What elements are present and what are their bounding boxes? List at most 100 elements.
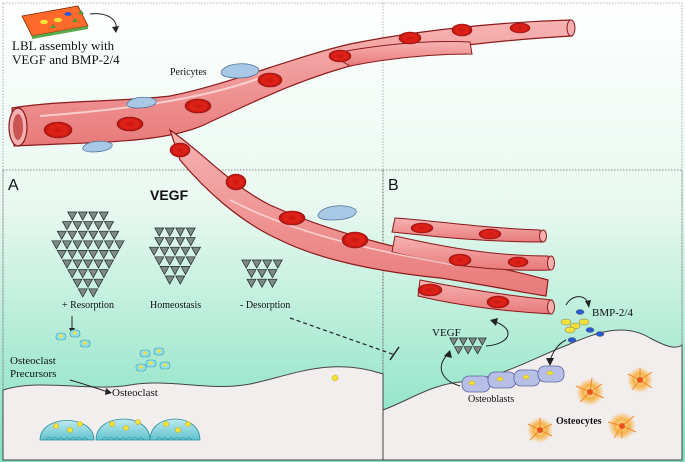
vegf-triangle (72, 278, 83, 289)
vegf-triangle (77, 288, 88, 298)
vegf-triangle (88, 230, 99, 241)
bmp-cluster (560, 309, 605, 343)
resorption-label: + Resorption (62, 300, 114, 311)
vegf-triangle (88, 288, 99, 298)
vegf-triangle (175, 237, 186, 247)
vegf-triangle (477, 337, 487, 346)
vegf-triangle (185, 256, 196, 266)
vegf-triangle (82, 240, 94, 250)
desorption-label: - Desorption (240, 300, 290, 311)
vegf-triangle (72, 221, 83, 231)
vegf-triangle (93, 259, 104, 269)
vegf-triangle (61, 259, 73, 269)
osteoclast-label: Osteoclast (112, 387, 158, 399)
inhibition-line (289, 317, 396, 356)
vegf-triangle (463, 346, 473, 355)
vegf-triangle (164, 237, 175, 247)
vegf-triangle (77, 250, 88, 260)
vegf-triangle (267, 269, 278, 279)
vegf-triangle (180, 246, 191, 257)
vegf-triangle (103, 259, 115, 269)
vegf-triangle (103, 221, 115, 231)
osteocytes-label: Osteocytes (556, 416, 602, 427)
vegf-heading: VEGF (150, 187, 189, 203)
vegf-triangle (72, 259, 83, 269)
vegf-triangle (82, 278, 94, 289)
vegf-b-label: VEGF (432, 327, 461, 339)
vegf-triangle (246, 278, 257, 289)
vegf-cluster-medium (148, 227, 202, 285)
vegf-triangle (185, 237, 196, 247)
vegf-triangle (256, 278, 268, 289)
vegf-triangle (453, 346, 464, 355)
lbl-text-line2: VEGF and BMP-2/4 (12, 52, 120, 67)
vegf-triangle (241, 259, 252, 269)
pericytes-label: Pericytes (170, 67, 207, 78)
vegf-cluster-small (241, 259, 283, 289)
bmp-label: BMP-2/4 (592, 307, 633, 319)
vegf-triangle (175, 275, 186, 285)
vegf-triangle (77, 211, 88, 221)
vegf-triangle (164, 256, 175, 266)
vegf-triangle (449, 337, 459, 346)
vegf-triangle (61, 221, 73, 231)
vegf-triangle (82, 259, 94, 269)
vegf-triangle (88, 250, 99, 260)
vegf-triangle (472, 346, 483, 355)
vegf-triangle (56, 230, 67, 241)
vegf-triangle (190, 246, 202, 257)
vegf-triangle (72, 240, 83, 250)
vegf-triangle (109, 250, 120, 260)
vegf-triangle (169, 266, 181, 276)
vegf-triangle (88, 211, 99, 221)
vegf-triangle (98, 211, 109, 221)
vegf-cluster-large (51, 211, 125, 298)
vegf-triangle (114, 240, 125, 250)
vegf-triangle (159, 266, 170, 276)
vegf-triangle (77, 230, 88, 241)
pericytes (82, 63, 357, 221)
vegf-triangle (175, 227, 186, 237)
vegf-triangle (468, 337, 478, 346)
vegf-triangle (272, 259, 283, 269)
vegf-triangle (103, 240, 115, 250)
homeostasis-label: Homeostasis (150, 300, 201, 311)
vegf-triangle (98, 269, 109, 279)
vegf-triangle (154, 227, 165, 237)
vegf-triangle (51, 240, 62, 250)
vegf-triangle (164, 275, 175, 285)
vegf-triangle (56, 250, 67, 260)
vegf-triangle (154, 237, 165, 247)
vegf-triangle (77, 269, 88, 279)
osteoclast-precursors-label-1: Osteoclast (10, 355, 56, 367)
vegf-triangle (93, 221, 104, 231)
vegf-triangle (164, 227, 175, 237)
red-blood-cells (43, 22, 531, 309)
vegf-triangle (67, 269, 78, 279)
vegf-triangle (61, 240, 73, 250)
vegf-triangle (458, 337, 468, 346)
vegf-triangle (169, 246, 181, 257)
vegf-triangle (67, 211, 78, 221)
vegf-triangle (98, 250, 109, 260)
blood-vessel (8, 19, 576, 315)
vegf-triangle (93, 240, 104, 250)
vegf-triangle (82, 221, 94, 231)
osteoclast-precursors-label-2: Precursors (10, 368, 56, 380)
vegf-triangle (154, 256, 165, 266)
vegf-triangle (159, 246, 170, 257)
vegf-triangle (262, 259, 273, 269)
panel-b-label: B (388, 177, 399, 194)
vegf-triangle (185, 227, 196, 237)
vegf-triangle (67, 250, 78, 260)
vegf-triangle (251, 259, 262, 269)
vegf-triangle (67, 230, 78, 241)
vegf-triangle (175, 256, 186, 266)
vegf-triangle (180, 266, 191, 276)
bone-surface-b (382, 329, 683, 461)
vegf-triangle (109, 230, 120, 241)
vegf-triangle (93, 278, 104, 289)
panel-a-label: A (8, 177, 19, 194)
